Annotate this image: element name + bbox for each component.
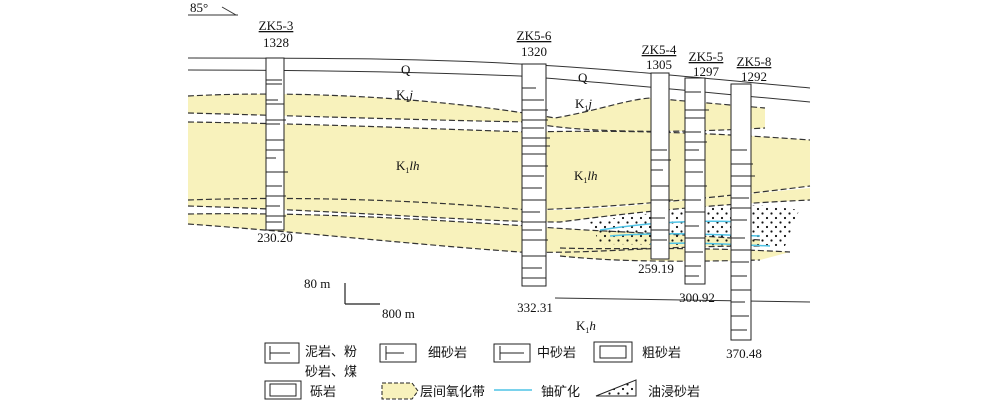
svg-text:砂岩、煤: 砂岩、煤 — [305, 365, 357, 380]
label-k1j-right: K1j — [575, 96, 592, 113]
legend-oil-sandstone: 油浸砂岩 — [595, 379, 700, 400]
legend-fine-sandstone: 细砂岩 — [379, 343, 467, 363]
legend-medium-sandstone: 中砂岩 — [493, 343, 576, 363]
svg-text:ZK5-4: ZK5-4 — [642, 42, 677, 57]
svg-text:砾岩: 砾岩 — [310, 385, 336, 400]
svg-text:370.48: 370.48 — [726, 346, 762, 361]
legend-oxidation-zone: 层间氧化带 — [381, 382, 485, 400]
svg-text:ZK5-5: ZK5-5 — [689, 49, 724, 64]
svg-text:层间氧化带: 层间氧化带 — [420, 385, 485, 400]
formation-labels: Q Q K1j K1j K1lh K1lh K1h — [396, 62, 598, 335]
label-k1lh-right: K1lh — [574, 168, 598, 185]
svg-text:230.20: 230.20 — [257, 230, 293, 245]
svg-text:332.31: 332.31 — [517, 300, 553, 315]
borehole-zk5-6: ZK5-6 1320 332.31 — [517, 28, 553, 315]
legend: 泥岩、粉 砂岩、煤 细砂岩 中砂岩 粗砂岩 砾岩 层间氧化带 — [264, 341, 700, 400]
svg-text:1305: 1305 — [646, 57, 672, 72]
label-k1h: K1h — [576, 318, 596, 335]
svg-text:粗砂岩: 粗砂岩 — [642, 346, 681, 361]
svg-text:300.92: 300.92 — [679, 290, 715, 305]
legend-uranium: 铀矿化 — [494, 385, 580, 400]
svg-text:ZK5-8: ZK5-8 — [737, 54, 772, 69]
svg-text:油浸砂岩: 油浸砂岩 — [648, 385, 700, 400]
scale-bar: 80 m 800 m — [304, 276, 415, 321]
svg-text:铀矿化: 铀矿化 — [541, 385, 580, 400]
scale-vertical: 80 m — [304, 276, 330, 291]
svg-text:259.19: 259.19 — [638, 261, 674, 276]
label-q-left: Q — [401, 62, 411, 77]
label-k1j-left: K1j — [396, 87, 413, 104]
orientation-label: 85° — [190, 0, 208, 15]
svg-text:1292: 1292 — [741, 69, 767, 84]
svg-text:ZK5-3: ZK5-3 — [259, 18, 294, 33]
svg-text:中砂岩: 中砂岩 — [537, 346, 576, 361]
label-q-right: Q — [578, 70, 588, 85]
svg-text:ZK5-6: ZK5-6 — [517, 28, 552, 43]
borehole-zk5-4: ZK5-4 1305 259.19 — [638, 42, 677, 276]
svg-text:1320: 1320 — [521, 44, 547, 59]
svg-text:1328: 1328 — [263, 35, 289, 50]
legend-mudstone: 泥岩、粉 砂岩、煤 — [264, 342, 357, 380]
svg-text:泥岩、粉: 泥岩、粉 — [305, 345, 357, 360]
svg-text:细砂岩: 细砂岩 — [428, 346, 467, 361]
scale-horizontal: 800 m — [382, 306, 415, 321]
legend-coarse-sandstone: 粗砂岩 — [593, 341, 681, 363]
label-k1lh-left: K1lh — [396, 158, 420, 175]
svg-text:1297: 1297 — [693, 64, 720, 79]
orientation-marker: 85° — [188, 0, 238, 16]
legend-conglomerate: 砾岩 — [264, 380, 336, 400]
borehole-zk5-8: ZK5-8 1292 370.48 — [726, 54, 771, 361]
borehole-zk5-5: ZK5-5 1297 300.92 — [679, 49, 723, 305]
borehole-zk5-3: ZK5-3 1328 230.20 — [257, 18, 293, 245]
